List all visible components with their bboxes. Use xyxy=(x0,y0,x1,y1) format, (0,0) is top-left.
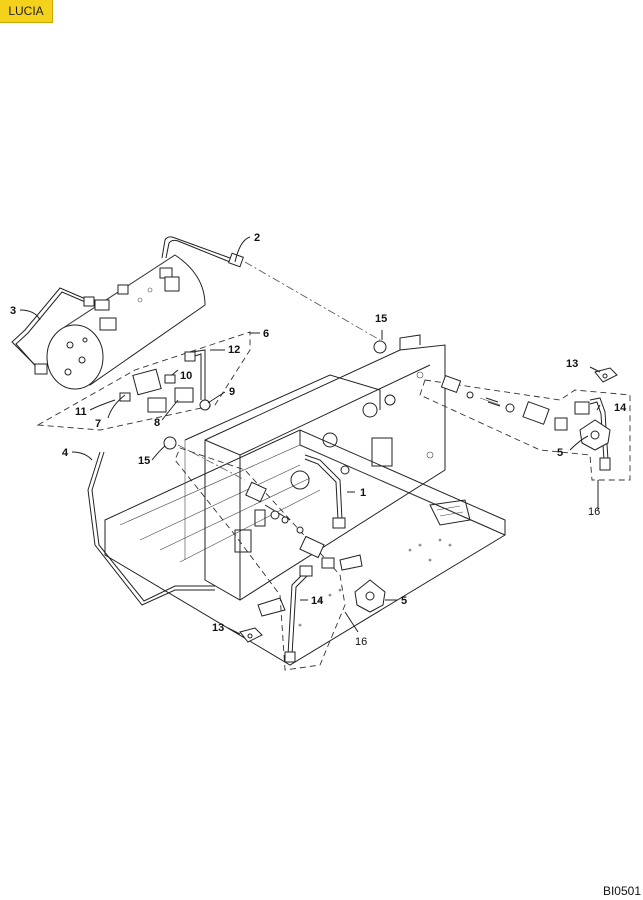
callout-2: 2 xyxy=(254,232,260,244)
callout-1: 1 xyxy=(360,487,366,499)
valve-group xyxy=(36,331,251,431)
callout-11: 11 xyxy=(75,406,87,418)
rear-solenoid-group xyxy=(419,374,631,481)
callout-6: 6 xyxy=(263,328,269,340)
callout-16-rear: 16 xyxy=(588,506,600,518)
pipe-1 xyxy=(304,454,346,529)
callout-16-front: 16 xyxy=(355,636,367,648)
pipe-2 xyxy=(161,236,244,268)
knob-13-front xyxy=(239,627,263,643)
callout-5-front: 5 xyxy=(401,595,407,607)
callout-13-front: 13 xyxy=(212,622,224,634)
knob-13-rear xyxy=(594,367,618,383)
pipe-14-front xyxy=(284,565,313,663)
callout-4: 4 xyxy=(62,447,69,459)
callout-12: 12 xyxy=(228,344,240,356)
callout-14-rear: 14 xyxy=(614,402,627,414)
axis-line-2 xyxy=(177,444,246,481)
plug-15-front xyxy=(163,436,177,450)
callout-7: 7 xyxy=(95,418,101,430)
callout-3: 3 xyxy=(10,305,16,317)
leader-lines xyxy=(19,236,601,635)
front-solenoid-group xyxy=(174,447,386,671)
axis-line-1 xyxy=(244,261,381,341)
callout-labels: 1 2 3 4 5 5 6 7 8 9 10 11 12 13 13 14 14… xyxy=(10,232,627,648)
callout-8: 8 xyxy=(154,417,160,429)
callout-14-front: 14 xyxy=(311,595,324,607)
drawing-code: BI0501 xyxy=(602,884,641,898)
plug-15-rear xyxy=(373,340,387,354)
callout-10: 10 xyxy=(180,370,192,382)
chassis-frame xyxy=(104,334,506,666)
pipe-3 xyxy=(11,287,95,375)
callout-15-rear: 15 xyxy=(375,313,387,325)
model-badge: LUCIA xyxy=(0,0,53,23)
pipe-4 xyxy=(87,451,215,606)
callout-15-front: 15 xyxy=(138,455,150,467)
boiler-tank xyxy=(46,254,206,390)
callout-9: 9 xyxy=(229,386,235,398)
callout-13-rear: 13 xyxy=(566,358,578,370)
callout-5-rear: 5 xyxy=(557,447,563,459)
